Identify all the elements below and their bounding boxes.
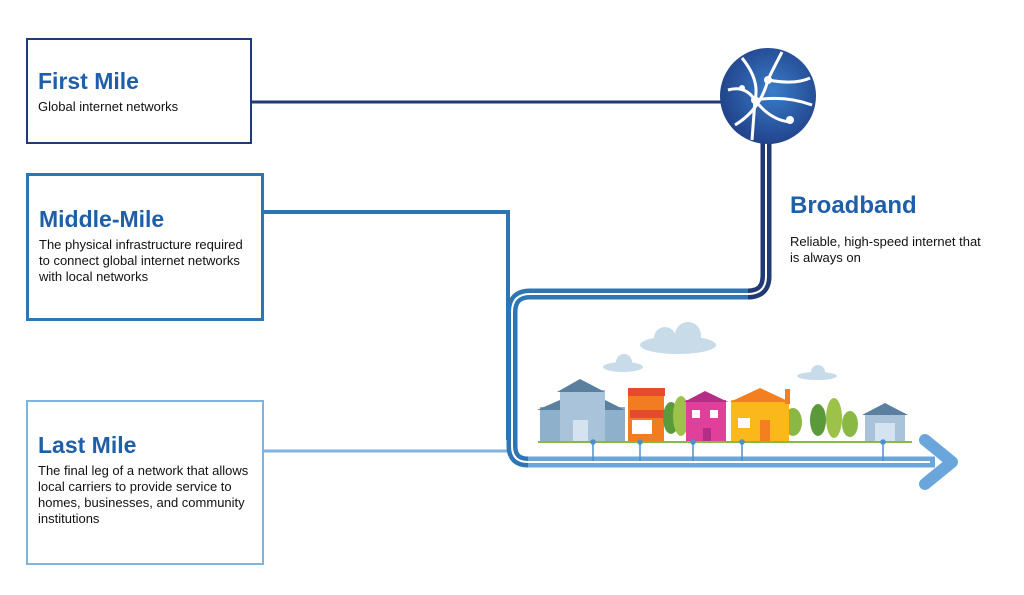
broadband-label: Broadband Reliable, high-speed internet … <box>790 192 990 266</box>
broadband-description: Reliable, high-speed internet that is al… <box>790 234 981 265</box>
first-mile-title: First Mile <box>38 68 139 94</box>
last-mile-box: Last Mile The final leg of a network tha… <box>26 400 264 565</box>
globe-network-icon <box>720 48 816 144</box>
connection-drops <box>590 439 886 461</box>
house-icon <box>684 391 728 442</box>
middle-mile-title: Middle-Mile <box>39 206 165 232</box>
house-icon <box>628 388 665 442</box>
broadband-title: Broadband <box>790 192 917 219</box>
middle-mile-line <box>264 210 510 440</box>
barn-icon <box>862 403 908 442</box>
last-mile-description: The final leg of a network that allows l… <box>38 463 249 526</box>
arrow-right-icon <box>919 434 958 490</box>
broadband-tube <box>506 135 958 490</box>
house-icon <box>730 388 790 442</box>
first-mile-description: Global internet networks <box>38 99 179 114</box>
middle-mile-description: The physical infrastructure required to … <box>39 237 243 284</box>
last-mile-title: Last Mile <box>38 432 137 458</box>
cloud-icon <box>603 322 837 380</box>
middle-mile-box: Middle-Mile The physical infrastructure … <box>26 173 264 321</box>
first-mile-box: First Mile Global internet networks <box>26 38 252 144</box>
school-icon <box>537 379 625 442</box>
